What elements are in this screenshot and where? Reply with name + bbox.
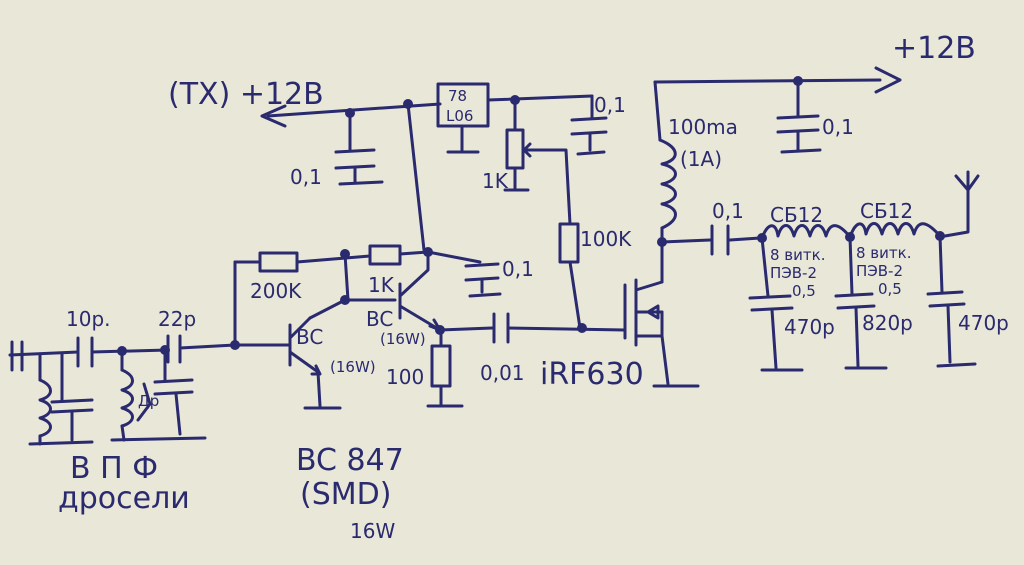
transistor-note-line3: 16W [350, 519, 395, 543]
resistor-200k [258, 251, 299, 273]
cap-820p [834, 235, 888, 370]
cap-0-1-coupling [710, 224, 730, 256]
trimmer-1k [503, 128, 542, 192]
choke-inductor [658, 138, 677, 230]
trimmer-1k-label: 1K [482, 169, 509, 193]
cap-0-1-left [334, 111, 384, 186]
resistor-100-label: 100 [386, 365, 424, 389]
transistor-note-line1: BC 847 [296, 443, 404, 478]
q2-name-label: BC [366, 307, 393, 331]
main-supply-label: +12B [892, 31, 976, 66]
winding2-gauge-label: 0,5 [878, 280, 902, 298]
cap-470p-b-label: 470p [958, 311, 1009, 335]
q1-name-label: BC [296, 325, 323, 349]
mosfet-label: iRF630 [540, 357, 644, 392]
cap-0-1-left-label: 0,1 [290, 165, 322, 189]
cap-10p [76, 336, 94, 368]
bpf-note-line1: B П Ф [70, 451, 158, 486]
main-supply-arrow [874, 66, 902, 94]
antenna-icon [954, 170, 980, 192]
transistor-note-line2: (SMD) [300, 477, 391, 512]
filter-inductor-2 [848, 222, 942, 239]
winding2-wire-label: ПЭВ-2 [856, 262, 903, 280]
tx-supply-arrow [260, 104, 287, 128]
resistor-100k [558, 222, 580, 264]
cap-0-1-top-label: 0,1 [822, 115, 854, 139]
mosfet-irf630 [623, 278, 700, 388]
bpf-note-line2: дросели [58, 481, 190, 516]
winding1-turns-label: 8 витк. [770, 246, 825, 264]
cap-22p [166, 334, 182, 364]
q2-code-label: (16W) [380, 330, 426, 348]
resistor-1k [368, 244, 402, 266]
winding2-turns-label: 8 витк. [856, 244, 911, 262]
bpf-second-section [110, 348, 207, 442]
q1-code-label: (16W) [330, 358, 376, 376]
cap-22p-label: 22p [158, 307, 196, 331]
filter-inductor-1 [760, 224, 852, 240]
core1-label: СБ12 [770, 203, 823, 227]
cap-0-1-top [776, 79, 822, 154]
resistor-100 [426, 328, 464, 408]
choke-current-label-2: (1A) [680, 147, 722, 171]
tx-supply-label: (TX) +12B [168, 77, 324, 112]
regulator-label-1: 78 [448, 87, 467, 105]
resistor-100k-label: 100K [580, 227, 632, 251]
cap-10p-label: 10p. [66, 307, 111, 331]
bpf-input-section [10, 340, 94, 446]
transistor-q2 [398, 250, 442, 332]
resistor-200k-label: 200K [250, 279, 302, 303]
regulator-label-2: L06 [446, 107, 473, 125]
regulator-78l06 [436, 82, 490, 154]
cap-470p-a-label: 470p [784, 315, 835, 339]
cap-0-01-label: 0,01 [480, 361, 525, 385]
cap-0-01 [492, 312, 510, 344]
cap-0-1-mid-label: 0,1 [502, 257, 534, 281]
cap-0-1-reg-label: 0,1 [594, 93, 626, 117]
cap-470p-b [926, 234, 977, 368]
cap-0-1-reg [570, 116, 608, 156]
resistor-1k-label: 1K [368, 273, 395, 297]
transistor-q1 [288, 316, 342, 410]
choke-dr-label: Др [138, 392, 159, 410]
cap-0-1-mid [464, 262, 502, 298]
cap-470p-a [748, 236, 804, 372]
wires [8, 78, 970, 357]
winding1-gauge-label: 0,5 [792, 282, 816, 300]
winding1-wire-label: ПЭВ-2 [770, 264, 817, 282]
core2-label: СБ12 [860, 199, 913, 223]
cap-0-1-coupling-label: 0,1 [712, 199, 744, 223]
choke-current-label: 100ma [668, 115, 738, 139]
cap-820p-label: 820p [862, 311, 913, 335]
